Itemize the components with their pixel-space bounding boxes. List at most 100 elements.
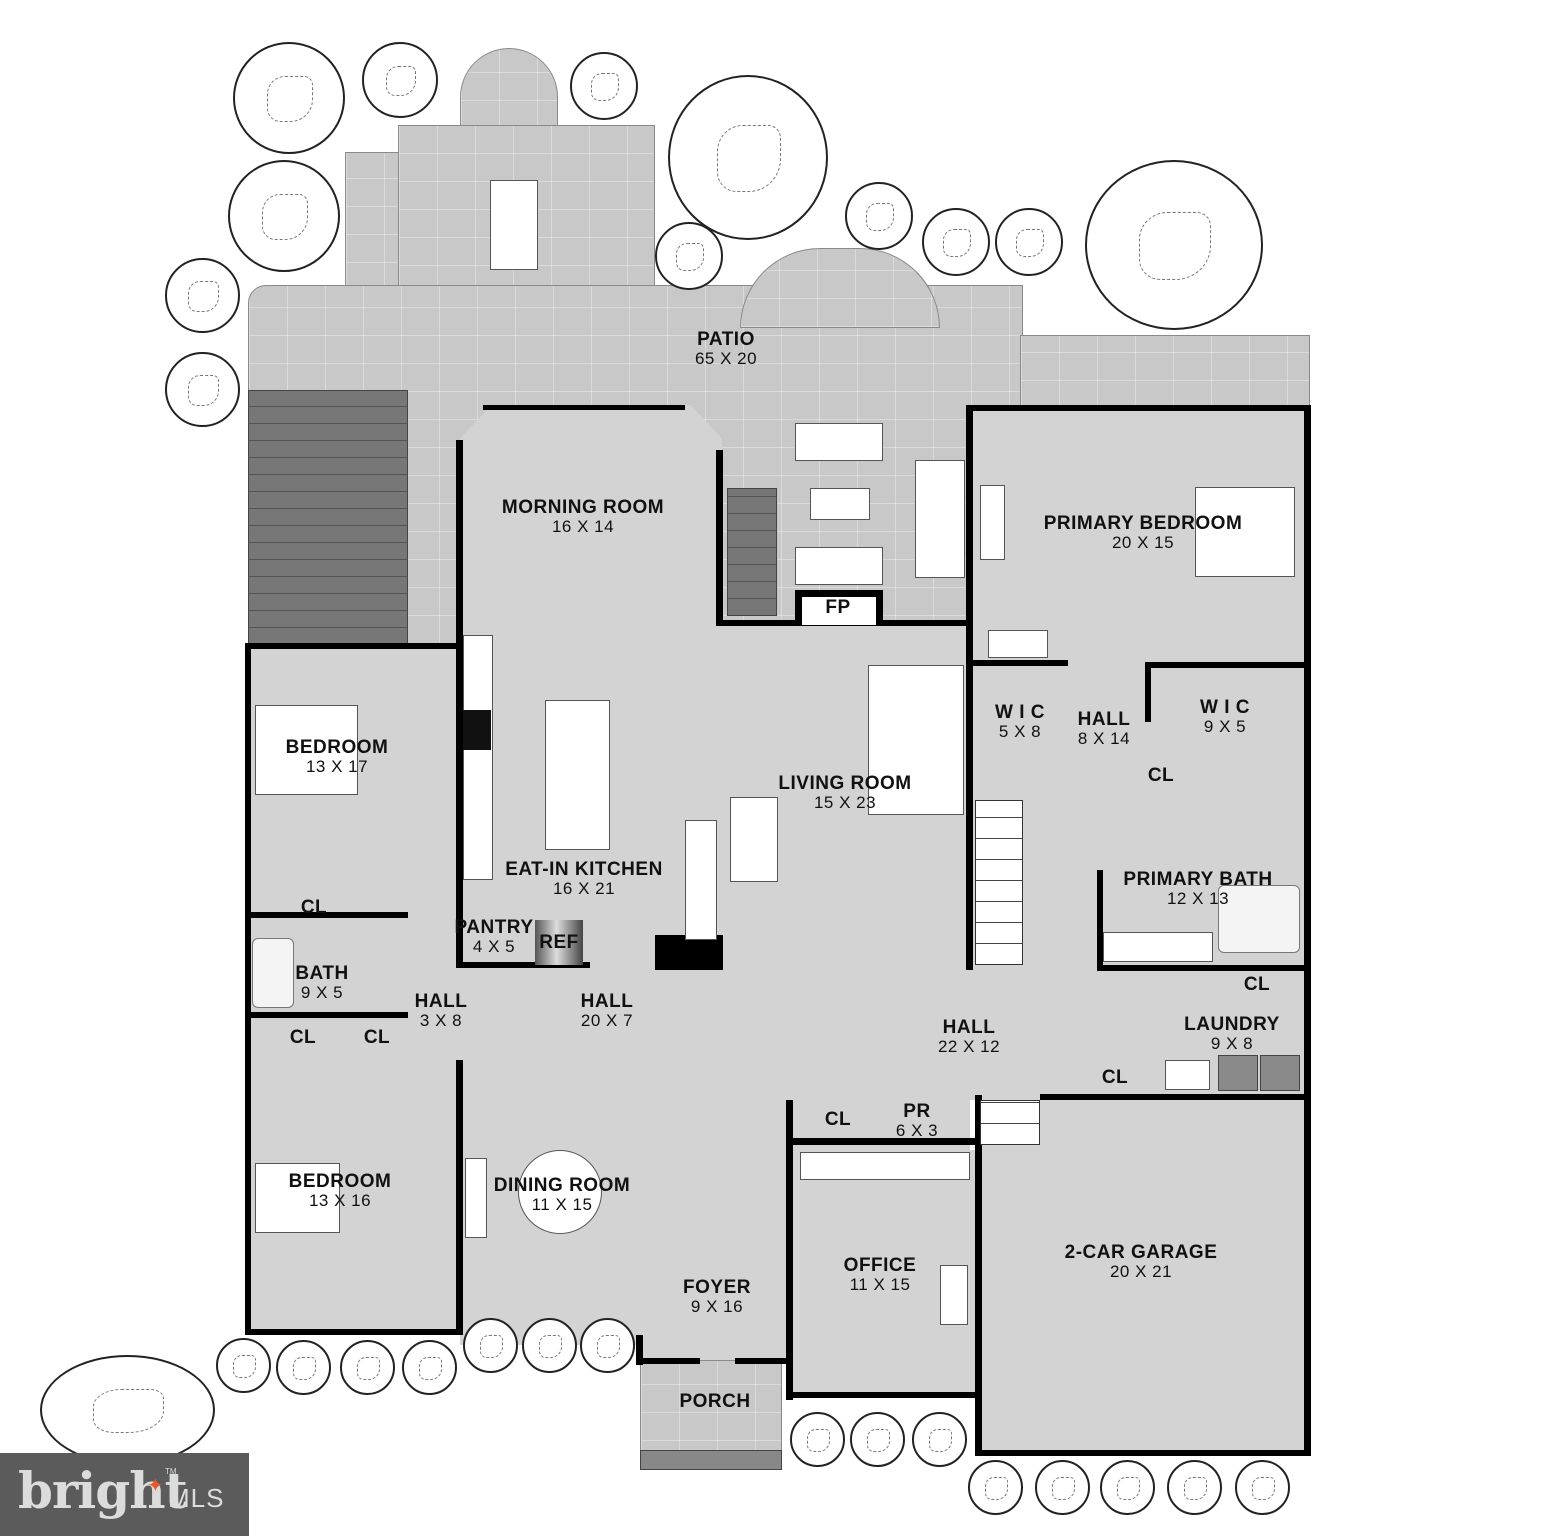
tree-icon — [668, 75, 828, 240]
shrub-icon — [995, 208, 1063, 276]
buffet — [465, 1158, 487, 1238]
tree-icon — [165, 258, 240, 333]
wall — [975, 1095, 982, 1455]
shrub-icon — [1035, 1460, 1090, 1515]
wall — [735, 1358, 790, 1364]
wall — [1145, 662, 1305, 668]
wall — [973, 660, 1068, 666]
room-label-closet: CL — [1243, 974, 1271, 995]
logo-trademark: TM — [165, 1467, 177, 1476]
refrigerator — [535, 920, 583, 965]
wall — [1040, 1094, 1308, 1100]
wall — [245, 643, 251, 1335]
wall — [716, 450, 723, 625]
wall — [248, 1012, 408, 1018]
shrub-icon — [522, 1318, 577, 1373]
kitchen-counter — [463, 635, 493, 880]
room-label-closet: CL — [363, 1027, 391, 1048]
sunroom-sofa-3 — [915, 460, 965, 578]
bathtub — [252, 938, 294, 1008]
wall — [245, 643, 460, 649]
room-label-closet: CL — [824, 1109, 852, 1130]
office-credenza — [800, 1152, 970, 1180]
office-desk — [940, 1265, 968, 1325]
shrub-icon — [1100, 1460, 1155, 1515]
wall — [1304, 405, 1311, 1455]
wall — [966, 405, 973, 970]
shrub-icon — [402, 1340, 457, 1395]
wall — [245, 1329, 460, 1335]
garage-floor — [978, 1095, 1308, 1455]
wall — [460, 962, 590, 968]
kitchen-island — [545, 700, 610, 850]
bed-lower — [255, 1163, 340, 1233]
wall — [1145, 662, 1151, 722]
wall — [788, 1138, 978, 1145]
tree-icon — [362, 42, 438, 118]
wall — [966, 405, 1311, 411]
logo-brand: bright — [18, 1461, 188, 1520]
shrub-icon — [580, 1318, 635, 1373]
wall — [786, 1100, 793, 1400]
dining-table — [518, 1150, 602, 1234]
wall — [1097, 965, 1307, 971]
sectional-sofa — [868, 665, 964, 815]
cooktop — [463, 710, 491, 750]
sofa — [730, 797, 778, 882]
sunroom-sofa — [795, 423, 883, 461]
sunroom-table — [810, 488, 870, 520]
bright-mls-logo: bright ✦ TM MLS — [0, 1453, 249, 1536]
tv-console — [685, 820, 717, 940]
wall — [975, 1450, 1311, 1456]
shrub-icon — [968, 1460, 1023, 1515]
shrub-icon — [790, 1412, 845, 1467]
washer — [1218, 1055, 1258, 1091]
dresser — [980, 485, 1005, 560]
foyer-floor — [640, 1230, 790, 1360]
wall — [1097, 870, 1103, 970]
logo-star-icon: ✦ — [147, 1475, 164, 1497]
tree-icon — [1085, 160, 1263, 330]
shrub-icon — [276, 1340, 331, 1395]
room-label-closet: CL — [1101, 1067, 1129, 1088]
wall — [456, 1060, 463, 1335]
fireplace-hearth — [655, 935, 723, 970]
bed-upper — [255, 705, 358, 795]
tree-icon — [165, 352, 240, 427]
desk — [988, 630, 1048, 658]
room-label-refrigerator: REF — [539, 932, 579, 953]
room-label-porch: PORCH — [679, 1391, 751, 1412]
wall — [640, 1358, 700, 1364]
sunroom-sofa-2 — [795, 547, 883, 585]
room-label-closet: CL — [300, 897, 328, 918]
primary-bed — [1195, 487, 1295, 577]
exterior-stairs — [248, 390, 408, 645]
shrub-icon — [463, 1318, 518, 1373]
wall — [456, 440, 463, 968]
interior-stairs — [975, 800, 1023, 965]
sunroom-steps — [727, 488, 777, 616]
tree-icon — [40, 1355, 215, 1465]
laundry-sink — [1165, 1060, 1210, 1090]
